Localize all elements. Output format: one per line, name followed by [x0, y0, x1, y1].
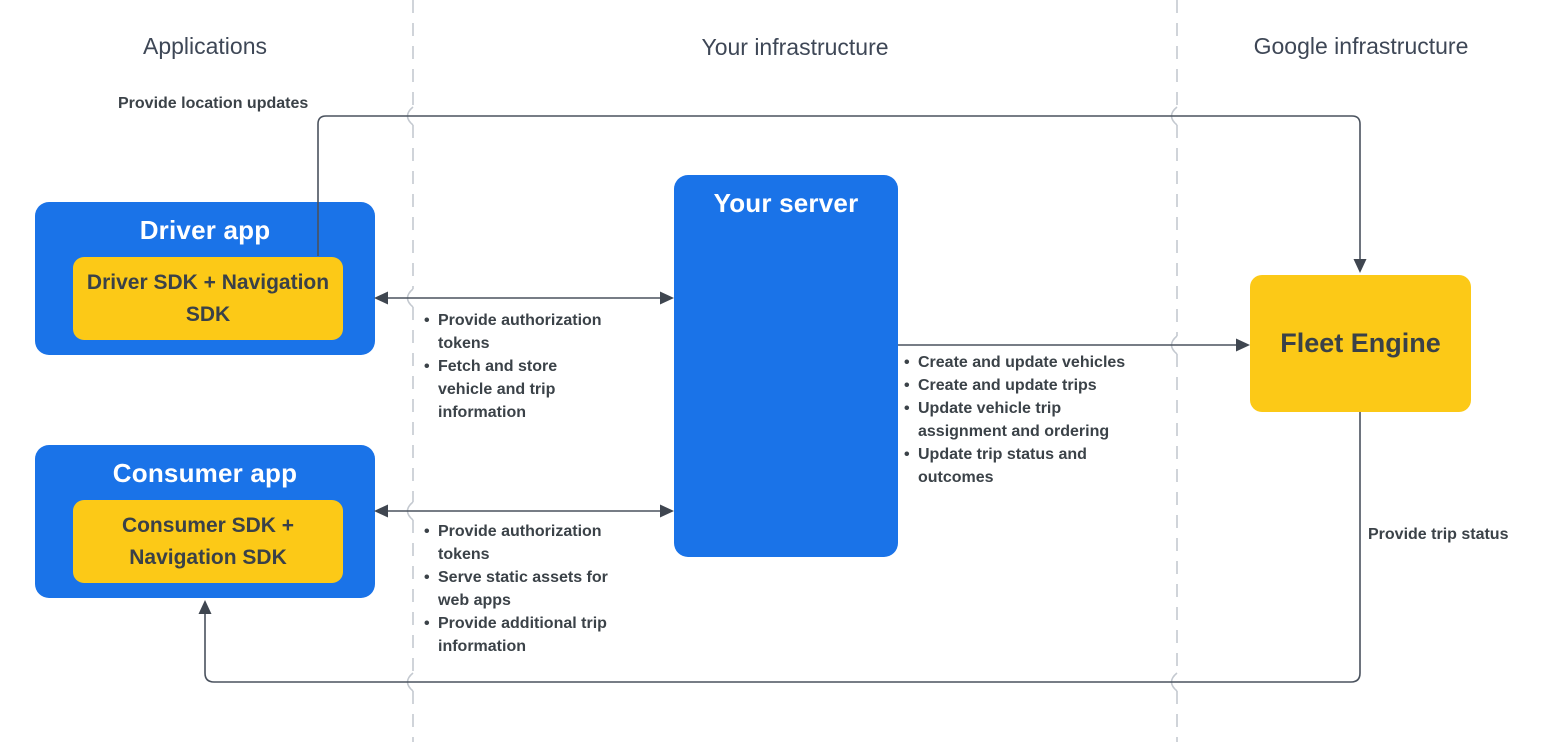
- arrowhead-into-your-server-upper: [660, 291, 674, 305]
- consumer-app-node: Consumer app Consumer SDK + Navigation S…: [35, 445, 375, 598]
- arrowhead-into-driver-app: [374, 291, 388, 305]
- arrowhead-into-fleet-engine-left: [1236, 338, 1250, 352]
- note-item: Provide additional trip information: [422, 612, 614, 658]
- note-item: Create and update vehicles: [902, 351, 1144, 374]
- consumer-app-title: Consumer app: [112, 458, 298, 488]
- your-server-node: Your server: [674, 175, 898, 557]
- column-header-google-infrastructure: Google infrastructure: [1253, 33, 1469, 59]
- consumer-sdk-node: Consumer SDK + Navigation SDK: [73, 500, 343, 583]
- provide-location-updates-label: Provide location updates: [118, 95, 309, 112]
- note-item: Provide authorization tokens: [422, 520, 614, 566]
- note-item: Serve static assets for web apps: [422, 566, 614, 612]
- note-item: Provide authorization tokens: [422, 309, 614, 355]
- driver-app-node: Driver app Driver SDK + Navigation SDK: [35, 202, 375, 355]
- arrowhead-into-fleet-engine-top: [1353, 259, 1367, 273]
- arrowhead-into-consumer-app-bottom: [198, 600, 212, 614]
- driver-sdk-label: Driver SDK + Navigation SDK: [86, 270, 330, 326]
- fleet-engine-node: Fleet Engine: [1250, 275, 1471, 412]
- fleet-engine-title: Fleet Engine: [1280, 328, 1441, 358]
- note-item: Update vehicle trip assignment and order…: [902, 397, 1144, 443]
- consumer-sdk-label: Consumer SDK + Navigation SDK: [121, 513, 295, 569]
- driver-app-title: Driver app: [139, 215, 271, 245]
- note-item: Update trip status and outcomes: [902, 443, 1144, 489]
- arrowhead-into-your-server-lower: [660, 504, 674, 518]
- your-server-fleet-engine-notes: Create and update vehicles Create and up…: [902, 351, 1144, 489]
- note-item: Fetch and store vehicle and trip informa…: [422, 355, 614, 424]
- column-header-your-infrastructure: Your infrastructure: [701, 34, 889, 60]
- driver-your-server-notes: Provide authorization tokens Fetch and s…: [422, 309, 614, 424]
- note-item: Create and update trips: [902, 374, 1144, 397]
- your-server-title: Your server: [713, 188, 859, 218]
- arrowhead-into-consumer-app: [374, 504, 388, 518]
- provide-trip-status-label: Provide trip status: [1368, 526, 1509, 543]
- column-header-applications: Applications: [142, 33, 268, 59]
- consumer-your-server-notes: Provide authorization tokens Serve stati…: [422, 520, 614, 658]
- driver-sdk-node: Driver SDK + Navigation SDK: [73, 257, 343, 340]
